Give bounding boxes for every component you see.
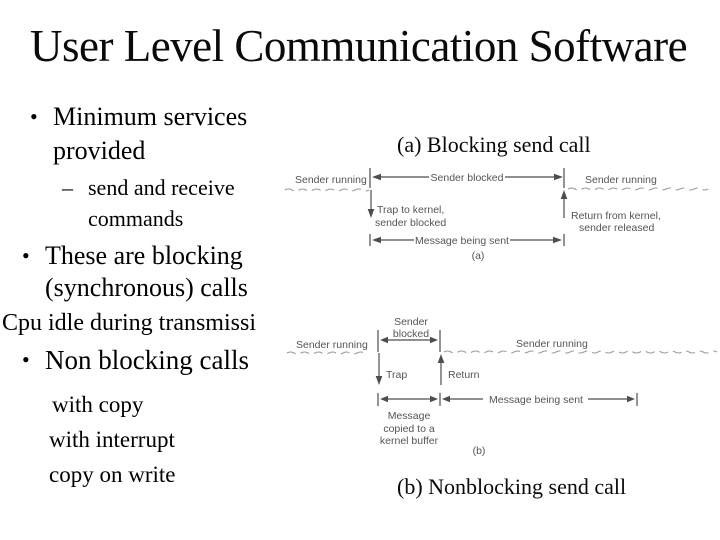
- label-message-being-sent: Message being sent: [415, 235, 509, 247]
- bullet-marker: •: [22, 347, 30, 372]
- label-trap-1: Trap to kernel,: [377, 204, 444, 216]
- label-return-1: Return from kernel,: [571, 210, 661, 222]
- label-sender-running-left: Sender running: [296, 339, 368, 351]
- trap-arrow: [375, 353, 383, 385]
- bullet-marker: •: [30, 104, 38, 129]
- bullet-nonblocking-calls: • Non blocking calls: [22, 344, 249, 376]
- diagram-blocking-send: Sender running Sender blocked Sender run…: [284, 168, 709, 262]
- trap-arrow: [367, 190, 375, 218]
- text-copy-on-write: copy on write: [49, 462, 176, 487]
- bullet-line: provided: [53, 136, 146, 165]
- slide-title: User Level Communication Software: [30, 21, 688, 71]
- label-blocked-2: blocked: [393, 328, 429, 340]
- label-sender-running-left: Sender running: [295, 174, 367, 186]
- text-with-copy: with copy: [52, 392, 144, 417]
- sender-blocked-span-arrow: Sender blocked: [372, 172, 563, 184]
- timeline-wavy-right: [443, 350, 718, 354]
- text-cpu-idle: Cpu idle during transmissi: [2, 310, 256, 336]
- bullet-line: send and receive: [88, 175, 235, 200]
- label-return-2: sender released: [579, 222, 654, 234]
- bullet-line: (synchronous) calls: [45, 273, 248, 302]
- bullet-line: Minimum services: [53, 102, 248, 131]
- timeline-wavy-left: [286, 351, 365, 355]
- label-message-being-sent: Message being sent: [489, 394, 583, 406]
- sublabel-b: (b): [473, 445, 486, 457]
- subbullet-send-receive: – send and receive commands: [62, 172, 235, 234]
- timeline-wavy-right: [567, 187, 709, 191]
- bullet-line: commands: [88, 206, 184, 231]
- return-arrow: [560, 190, 568, 218]
- blocked-span-arrow: [380, 336, 438, 344]
- bullet-marker: •: [22, 243, 30, 268]
- text-with-interrupt: with interrupt: [49, 427, 175, 452]
- label-copied-1: Message: [388, 410, 431, 422]
- label-trap-2: sender blocked: [375, 217, 446, 229]
- figure-caption-b: (b) Nonblocking send call: [397, 474, 627, 499]
- return-arrow: [437, 354, 445, 385]
- bullet-minimum-services: • Minimum services provided: [30, 100, 247, 168]
- dash-marker: –: [62, 175, 73, 200]
- figure-caption-a: (a) Blocking send call: [397, 132, 591, 157]
- message-span-arrow: Message being sent: [369, 234, 565, 247]
- bullet-blocking-calls: • These are blocking (synchronous) calls: [22, 240, 248, 304]
- sublabel-a: (a): [472, 250, 485, 262]
- label-sender-blocked: Sender blocked: [431, 172, 504, 184]
- message-copied-span-arrow: [377, 393, 441, 406]
- label-return: Return: [448, 369, 480, 381]
- label-blocked-1: Sender: [394, 316, 428, 328]
- timeline-wavy-left: [284, 188, 370, 192]
- label-trap: Trap: [386, 369, 407, 381]
- label-sender-running-right: Sender running: [585, 174, 657, 186]
- diagram-nonblocking-send: Sender blocked Sender running Trap Retur…: [286, 316, 718, 457]
- bullet-line: These are blocking: [45, 241, 243, 270]
- label-copied-3: kernel buffer: [380, 435, 439, 447]
- bullet-line: Non blocking calls: [45, 345, 249, 375]
- label-sender-running-right: Sender running: [516, 338, 588, 350]
- label-copied-2: copied to a: [383, 423, 435, 435]
- message-sent-span-arrow: Message being sent: [442, 393, 638, 406]
